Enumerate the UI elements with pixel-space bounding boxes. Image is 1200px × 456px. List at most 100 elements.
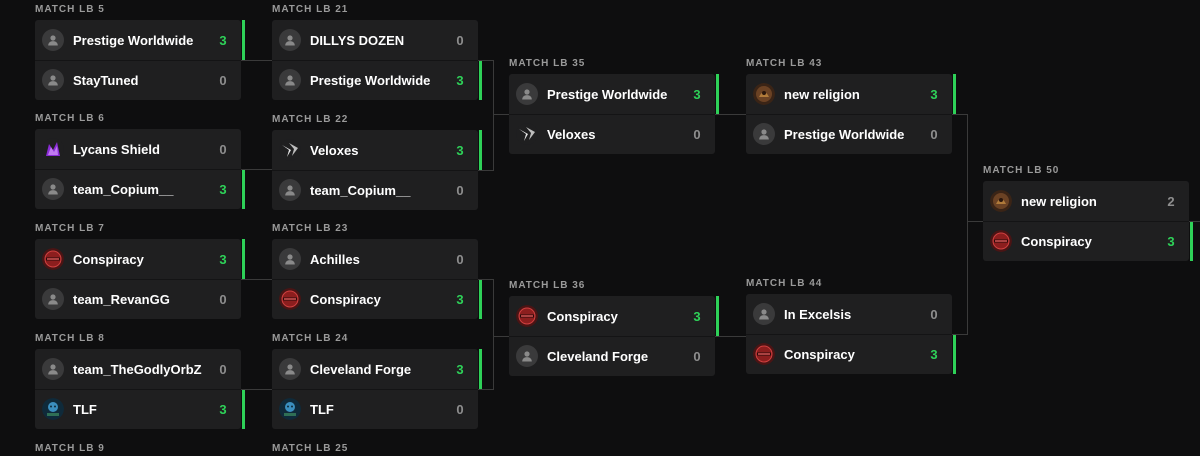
match-label: MATCH LB 25	[272, 443, 349, 454]
bracket-connector	[493, 336, 509, 337]
row-divider	[272, 279, 478, 280]
row-divider	[272, 389, 478, 390]
row-divider	[35, 169, 241, 170]
team-name: Cleveland Forge	[547, 348, 649, 364]
match-label: MATCH LB 5	[35, 4, 105, 15]
team-score: 3	[456, 72, 464, 88]
user-placeholder-icon	[42, 288, 64, 310]
team-name: team_TheGodlyOrbZ	[73, 361, 202, 377]
winner-indicator	[479, 130, 482, 170]
bracket-connector	[967, 221, 983, 222]
match-card[interactable]: Veloxes 3 team_Copium__0	[272, 130, 482, 210]
team-name: Veloxes	[310, 142, 359, 158]
team-name: Veloxes	[547, 126, 596, 142]
team-score: 2	[1167, 193, 1175, 209]
match-label: MATCH LB 36	[509, 280, 586, 291]
match-label: MATCH LB 24	[272, 333, 349, 344]
team-name: team_Copium__	[73, 181, 174, 197]
team-row[interactable]: team_Copium__3	[35, 169, 245, 209]
bracket-connector	[241, 389, 272, 390]
team-score: 0	[219, 291, 227, 307]
bracket-connector	[478, 170, 493, 171]
team-name: new religion	[1021, 193, 1097, 209]
winner-indicator	[242, 169, 245, 209]
team-name: Lycans Shield	[73, 141, 160, 157]
match-label: MATCH LB 43	[746, 58, 823, 69]
user-placeholder-icon	[279, 69, 301, 91]
winner-indicator	[242, 20, 245, 60]
team-score: 3	[219, 401, 227, 417]
winner-indicator	[716, 74, 719, 114]
row-divider	[509, 114, 715, 115]
bracket-connector	[493, 60, 494, 171]
team-name: Conspiracy	[73, 251, 144, 267]
user-placeholder-icon	[516, 345, 538, 367]
winner-indicator	[1190, 221, 1193, 261]
team-row[interactable]: Veloxes 3	[272, 130, 482, 170]
team-score: 3	[1167, 233, 1175, 249]
team-row[interactable]: team_Copium__0	[272, 170, 478, 210]
bracket-connector	[478, 60, 493, 61]
team-logo-icon	[516, 305, 538, 327]
team-row[interactable]: team_TheGodlyOrbZ 0	[35, 349, 241, 389]
match-label: MATCH LB 44	[746, 278, 823, 289]
team-row[interactable]: TLF 3	[35, 389, 245, 429]
team-score: 0	[219, 361, 227, 377]
match-label: MATCH LB 50	[983, 165, 1060, 176]
user-placeholder-icon	[753, 303, 775, 325]
user-placeholder-icon	[279, 358, 301, 380]
winner-indicator	[716, 296, 719, 336]
team-name: TLF	[73, 401, 97, 417]
team-logo-icon	[279, 398, 301, 420]
winner-indicator	[479, 279, 482, 319]
team-score: 0	[456, 251, 464, 267]
team-name: In Excelsis	[784, 306, 852, 322]
user-placeholder-icon	[279, 29, 301, 51]
bracket-connector	[493, 114, 509, 115]
user-placeholder-icon	[516, 83, 538, 105]
row-divider	[509, 336, 715, 337]
team-score: 3	[219, 32, 227, 48]
user-placeholder-icon	[279, 248, 301, 270]
user-placeholder-icon	[42, 358, 64, 380]
team-score: 0	[456, 401, 464, 417]
team-name: Prestige Worldwide	[547, 86, 668, 102]
bracket-connector	[478, 389, 493, 390]
team-row[interactable]: new religion 2	[983, 181, 1189, 221]
team-score: 3	[456, 142, 464, 158]
match-label: MATCH LB 6	[35, 113, 105, 124]
match-label: MATCH LB 7	[35, 223, 105, 234]
